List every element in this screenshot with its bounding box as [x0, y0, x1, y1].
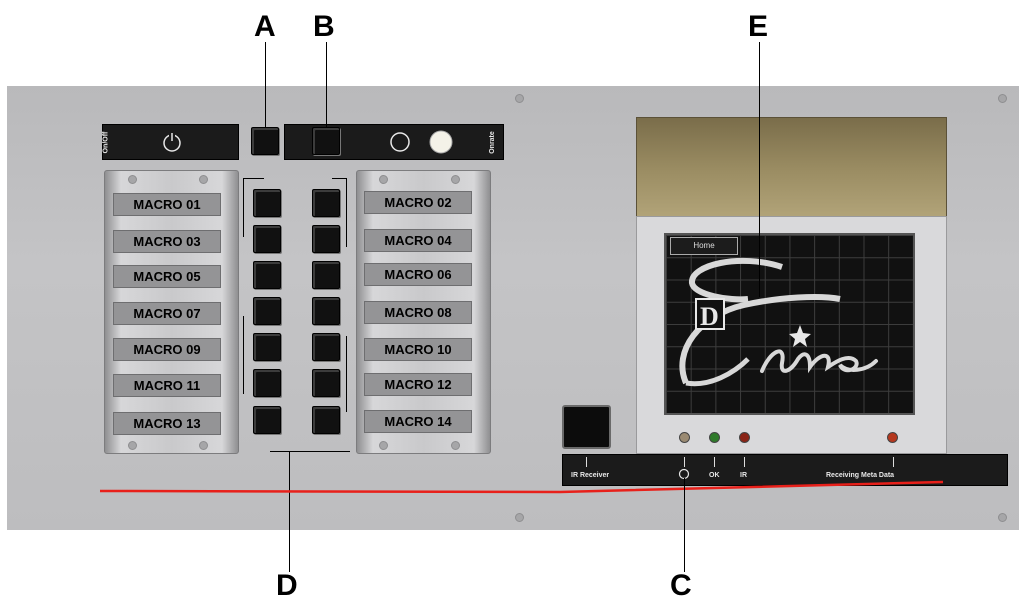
macro-button[interactable]: [253, 406, 281, 434]
macro-button[interactable]: [253, 297, 281, 325]
power-led: [679, 432, 690, 443]
panel-screw: [515, 513, 524, 522]
dcine-logo-icon: D: [679, 257, 878, 387]
macro-button[interactable]: [312, 333, 340, 361]
power-icon: [163, 132, 181, 152]
macro-label-right: MACRO 02: [364, 191, 472, 214]
macro-button[interactable]: [253, 261, 281, 289]
ir-receiver-window: [562, 405, 611, 449]
macro-button[interactable]: [253, 189, 281, 217]
macro-label-left: MACRO 09: [113, 338, 221, 361]
meta-data-led: [887, 432, 898, 443]
callout-a: A: [254, 10, 276, 43]
macro-button[interactable]: [312, 225, 340, 253]
home-tab[interactable]: Home: [670, 237, 738, 255]
onrate-label: Onrate: [488, 131, 496, 154]
monitor-screen[interactable]: Home D: [664, 233, 915, 415]
ir-receiver-label: IR Receiver: [571, 472, 610, 479]
status-strip: IR Receiver OK IR Receiving Meta Data: [562, 454, 1008, 486]
power-button-a[interactable]: [251, 127, 279, 155]
tick-ir: [744, 457, 745, 467]
macro-button[interactable]: [312, 369, 340, 397]
tick-ok: [714, 457, 715, 467]
macro-label-right: MACRO 08: [364, 301, 472, 324]
onoff-strip: On/Off: [102, 124, 239, 160]
onoff-label: On/Off: [102, 131, 110, 154]
ok-led: [709, 432, 720, 443]
macro-label-left: MACRO 03: [113, 230, 221, 253]
macro-button[interactable]: [312, 189, 340, 217]
macro-button[interactable]: [312, 261, 340, 289]
svg-text:D: D: [700, 302, 719, 331]
holder-screw: [451, 441, 460, 450]
white-lamp-icon: [429, 130, 453, 154]
tick-power: [684, 457, 685, 467]
macro-label-right: MACRO 06: [364, 263, 472, 286]
macro-label-right: MACRO 10: [364, 338, 472, 361]
macro-button[interactable]: [312, 297, 340, 325]
button-b[interactable]: [312, 127, 340, 155]
panel-screw: [998, 513, 1007, 522]
holder-screw: [128, 441, 137, 450]
red-line: [100, 480, 944, 494]
macro-label-right: MACRO 12: [364, 373, 472, 396]
ring-indicator-icon: [390, 132, 410, 152]
holder-screw: [199, 175, 208, 184]
group-bracket: [346, 336, 347, 412]
leader-line-b: [326, 42, 327, 128]
macro-label-left: MACRO 01: [113, 193, 221, 216]
group-bracket: [332, 178, 347, 247]
ir-label: IR: [740, 472, 747, 479]
callout-e: E: [748, 10, 769, 43]
holder-screw: [379, 175, 388, 184]
leader-line-e: [759, 42, 760, 297]
monitor-hood: [636, 117, 947, 221]
macro-label-left: MACRO 11: [113, 374, 221, 397]
holder-screw: [199, 441, 208, 450]
macro-button[interactable]: [312, 406, 340, 434]
leader-line-d-horizontal: [270, 451, 350, 452]
macro-label-left: MACRO 07: [113, 302, 221, 325]
panel-screw: [515, 94, 524, 103]
macro-label-right: MACRO 14: [364, 410, 472, 433]
macro-button[interactable]: [253, 333, 281, 361]
group-bracket: [243, 178, 264, 237]
tick-meta-data: [893, 457, 894, 467]
macro-label-left: MACRO 13: [113, 412, 221, 435]
macro-label-left: MACRO 05: [113, 265, 221, 288]
tick-ir-receiver: [586, 457, 587, 467]
callout-c: C: [670, 569, 692, 602]
ir-led: [739, 432, 750, 443]
callout-b: B: [313, 10, 335, 43]
holder-screw: [128, 175, 137, 184]
callout-d: D: [276, 569, 298, 602]
macro-button[interactable]: [253, 369, 281, 397]
holder-screw: [379, 441, 388, 450]
macro-button[interactable]: [253, 225, 281, 253]
leader-line-c: [684, 478, 685, 572]
leader-line-a: [265, 42, 266, 128]
panel-screw: [998, 94, 1007, 103]
holder-screw: [451, 175, 460, 184]
group-bracket: [243, 316, 244, 394]
ok-label: OK: [709, 472, 720, 479]
leader-line-d: [289, 451, 290, 572]
receiving-meta-data-label: Receiving Meta Data: [826, 472, 895, 479]
macro-label-right: MACRO 04: [364, 229, 472, 252]
